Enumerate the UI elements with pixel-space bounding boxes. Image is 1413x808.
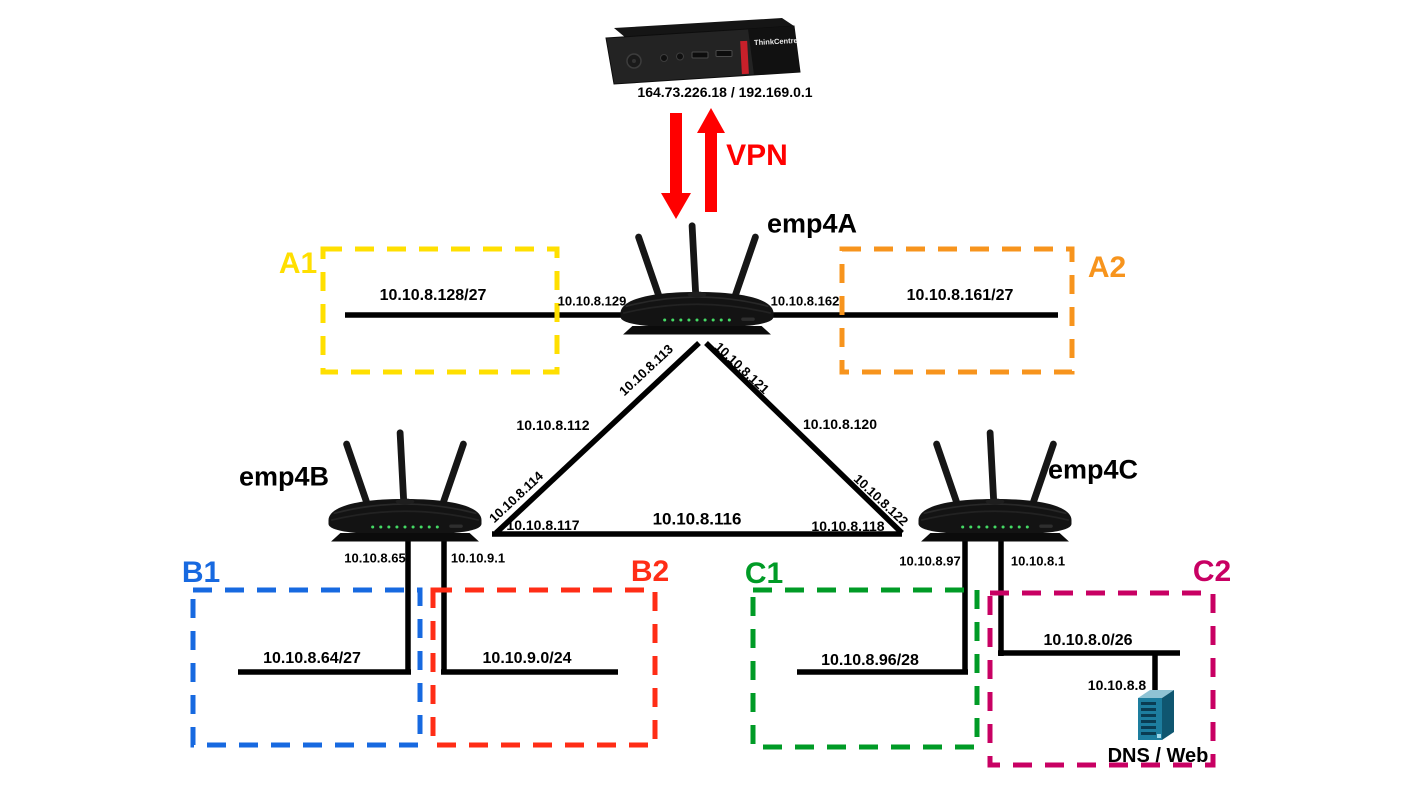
b1-subnet-box bbox=[190, 587, 423, 748]
if-emp4a-a1-ip: 10.10.8.129 bbox=[557, 293, 627, 309]
a2-subnet-label: 10.10.8.161/27 bbox=[906, 287, 1014, 304]
pc-red-stripe bbox=[740, 40, 749, 75]
pc-brand-label: ThinkCentre bbox=[754, 36, 798, 47]
if-emp4c-c2-ip: 10.10.8.1 bbox=[1010, 553, 1066, 569]
c1-subnet-box bbox=[750, 587, 980, 750]
if-emp4b-b2-ip: 10.10.9.1 bbox=[450, 550, 506, 566]
if-emp4c-c1-ip: 10.10.8.97 bbox=[899, 553, 961, 569]
router-emp4c-name: emp4C bbox=[1047, 454, 1139, 485]
vpn-server-pc-icon: ThinkCentre bbox=[605, 18, 801, 85]
vpn-up-arrow-icon bbox=[697, 108, 725, 212]
region-b2-label: B2 bbox=[630, 555, 670, 588]
if-emp4b-bc-ip: 10.10.8.117 bbox=[506, 517, 580, 533]
server-ip-label: 10.10.8.8 bbox=[1087, 677, 1147, 693]
vpn-label: VPN bbox=[726, 139, 788, 172]
a1-subnet-label: 10.10.8.128/27 bbox=[379, 287, 487, 304]
link-ab-network-ip: 10.10.8.112 bbox=[516, 417, 590, 433]
a2-subnet-box bbox=[839, 246, 1075, 375]
region-b1-label: B1 bbox=[181, 556, 221, 589]
link-emp4a-emp4b bbox=[494, 340, 701, 536]
c2-subnet-box bbox=[987, 590, 1216, 768]
router-emp4a-name: emp4A bbox=[766, 208, 858, 239]
region-a1-label: A1 bbox=[278, 247, 318, 280]
router-emp4b-name: emp4B bbox=[238, 461, 330, 492]
pc-ip-label: 164.73.226.18 / 192.169.0.1 bbox=[637, 84, 813, 100]
subnet-boxes bbox=[190, 246, 1216, 768]
vpn-arrows bbox=[661, 108, 725, 219]
b2-subnet-label: 10.10.9.0/24 bbox=[482, 650, 572, 667]
if-emp4a-a2-ip: 10.10.8.162 bbox=[770, 293, 840, 309]
region-a2-label: A2 bbox=[1087, 251, 1127, 284]
router-emp4c-icon bbox=[917, 428, 1073, 543]
region-c1-label: C1 bbox=[744, 557, 784, 590]
router-emp4a-icon bbox=[619, 221, 775, 336]
server-role-label: DNS / Web bbox=[1107, 745, 1209, 767]
a1-subnet-box bbox=[320, 246, 560, 375]
c2-subnet-label: 10.10.8.0/26 bbox=[1043, 632, 1133, 649]
link-bc-network-ip: 10.10.8.116 bbox=[652, 509, 742, 529]
b1-subnet-label: 10.10.8.64/27 bbox=[263, 650, 361, 667]
c1-subnet-label: 10.10.8.96/28 bbox=[821, 652, 919, 669]
region-c2-label: C2 bbox=[1192, 555, 1232, 588]
network-links bbox=[238, 312, 1180, 696]
router-emp4b-icon bbox=[327, 428, 483, 543]
link-ac-network-ip: 10.10.8.120 bbox=[803, 416, 877, 432]
link-emp4a-emp4c bbox=[704, 341, 904, 535]
b2-subnet-box bbox=[430, 587, 658, 748]
if-emp4b-b1-ip: 10.10.8.65 bbox=[344, 550, 406, 566]
dns-web-server-icon bbox=[1138, 690, 1174, 740]
vpn-down-arrow-icon bbox=[661, 113, 691, 219]
if-emp4c-bc-ip: 10.10.8.118 bbox=[811, 518, 885, 534]
